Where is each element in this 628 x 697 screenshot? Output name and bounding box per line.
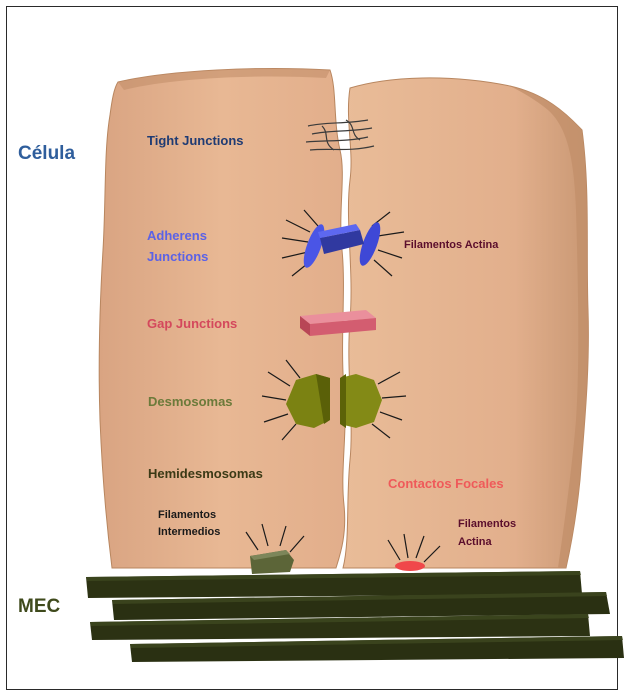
- desmosomes-label: Desmosomas: [148, 395, 233, 410]
- extracellular-matrix: [86, 571, 624, 662]
- actin-filaments-label-top: Filamentos Actina: [404, 239, 498, 252]
- gap-junctions-label: Gap Junctions: [147, 317, 237, 332]
- matrix-label: MEC: [18, 596, 60, 618]
- right-cell: [343, 78, 588, 568]
- hemidesmosomes-label: Hemidesmosomas: [148, 467, 263, 482]
- actin-filaments-label-bottom: Filamentos Actina: [458, 515, 538, 551]
- intermediate-filaments-label: Filamentos Intermedios: [158, 507, 248, 541]
- focal-contacts-label: Contactos Focales: [388, 477, 504, 492]
- adherens-junctions-label: Adherens Junctions: [147, 225, 237, 267]
- cell-label: Célula: [18, 143, 75, 165]
- tight-junctions-label: Tight Junctions: [147, 134, 244, 149]
